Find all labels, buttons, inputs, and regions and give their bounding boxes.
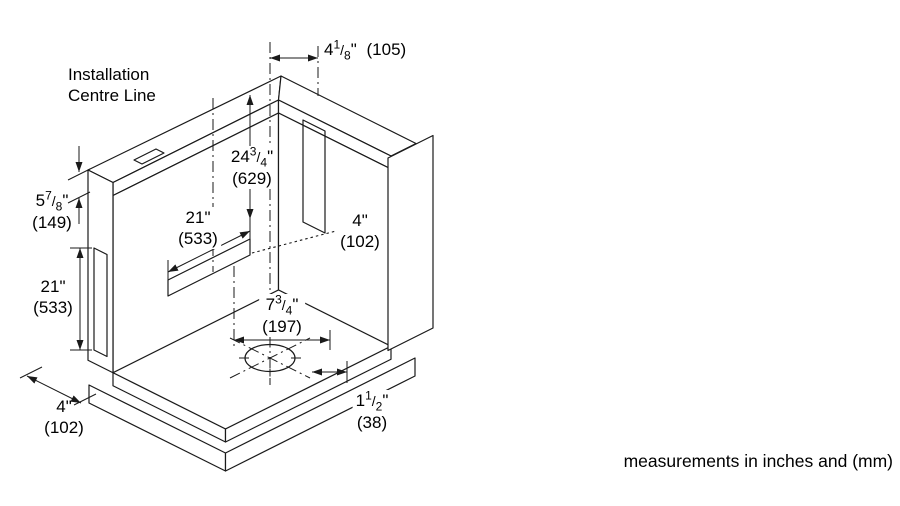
dim-mm-value: (149) (32, 213, 72, 232)
dimension-arrow (26, 375, 82, 404)
dim-back-slot-width (167, 219, 251, 286)
dim-base-depth (19, 366, 97, 406)
dim-hole-center-offset (234, 330, 331, 350)
centre-line-label: Installation Centre Line (68, 64, 156, 106)
dim-inches-value: 57/8" (35, 188, 69, 214)
dotted-leader (251, 230, 337, 254)
dim-base-depth-label: 4" (102) (44, 396, 84, 438)
dim-mm-value: (102) (44, 418, 84, 437)
dim-hole-edge-offset-label: 11/2" (38) (352, 388, 392, 433)
hole-center-line-v (229, 337, 311, 379)
units-note: measurements in inches and (mm) (623, 451, 893, 471)
end-panel-slot (93, 247, 108, 358)
extension-tick (67, 191, 91, 204)
centre-line-label-line2: Centre Line (68, 86, 156, 105)
dim-inches-value: 11/2" (355, 388, 389, 414)
dim-mm-value: (38) (356, 413, 388, 432)
left-end-panel (87, 169, 114, 374)
dim-rail-height-label: 57/8" (149) (32, 188, 72, 233)
dim-inches-value: 21" (40, 277, 66, 296)
side-vent-slot (302, 119, 326, 234)
extension-tick (19, 366, 43, 379)
plinth-face-right (224, 357, 416, 472)
dimension-arrow (167, 230, 251, 273)
rail-notch (133, 148, 165, 165)
dim-mm-value: (105) (366, 40, 407, 59)
dim-rail-height (67, 146, 91, 224)
dim-inches-value: 73/4" (265, 292, 299, 318)
dim-back-slot-top-height-label: 243/4" (629) (227, 144, 277, 189)
dim-mm-value: (629) (232, 169, 272, 188)
dim-top-offset-label: 41/8" (105) (324, 37, 407, 63)
center-lines-group (212, 42, 319, 385)
dim-side-slot-height-label: 21" (533) (33, 276, 73, 318)
centre-line-label-line1: Installation (68, 65, 150, 84)
dim-back-slot-depth (251, 230, 337, 254)
dim-inches-value: 4" (352, 211, 368, 230)
dim-side-slot-height (70, 247, 92, 351)
dim-inches-value: 21" (185, 208, 211, 227)
dim-back-slot-width-label: 21" (533) (175, 207, 221, 249)
dim-inches-value: 41/8" (324, 37, 357, 63)
right-end-panel (387, 134, 434, 352)
dim-back-slot-depth-label: 4" (102) (340, 210, 380, 252)
extension-tick (67, 168, 91, 181)
dim-hole-edge-offset (312, 361, 348, 383)
dim-mm-value: (533) (178, 229, 218, 248)
dim-hole-center-offset-label: 73/4" (197) (259, 292, 305, 337)
dim-mm-value: (102) (340, 232, 380, 251)
dim-mm-value: (533) (33, 298, 73, 317)
dim-mm-value: (197) (262, 317, 302, 336)
extension-tick (73, 393, 97, 406)
dim-inches-value: 243/4" (230, 144, 274, 170)
dim-inches-value: 4" (56, 397, 72, 416)
